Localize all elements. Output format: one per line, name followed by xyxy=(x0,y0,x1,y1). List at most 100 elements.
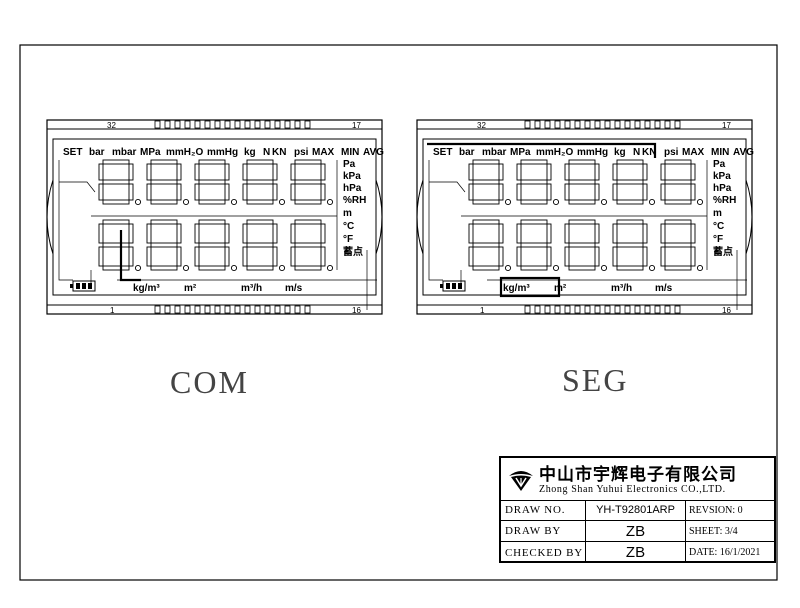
digit-segment xyxy=(616,242,644,248)
wiring-trace xyxy=(428,160,443,281)
glass-tab xyxy=(46,179,54,255)
battery-bar xyxy=(76,283,80,289)
company-name-en: Zhong Shan Yuhui Electronics CO.,LTD. xyxy=(539,484,726,495)
decimal-point xyxy=(552,264,560,272)
digit-segment xyxy=(616,219,644,225)
unit-label-top: psi xyxy=(294,147,309,158)
pin-bottom xyxy=(554,305,561,314)
digit-segment xyxy=(690,246,696,267)
battery-tip xyxy=(70,284,73,288)
digit-segment xyxy=(290,223,296,244)
pin-top xyxy=(214,120,221,129)
unit-label-top: bar xyxy=(89,147,105,158)
wiring-trace xyxy=(429,181,466,193)
digit-segment xyxy=(242,163,248,181)
unit-label-top: AVG xyxy=(733,147,754,158)
digit-segment xyxy=(546,163,552,181)
unit-label-side: hPa xyxy=(713,183,732,194)
digit-segment xyxy=(198,219,226,225)
lcd-digit xyxy=(660,159,704,206)
digit-segment xyxy=(690,163,696,181)
lcd-digit xyxy=(290,219,334,272)
pin-top xyxy=(584,120,591,129)
pin-label-32: 32 xyxy=(477,121,486,130)
draw-by-label: DRAW BY xyxy=(501,521,586,541)
digit-segment xyxy=(564,223,570,244)
viewing-area xyxy=(422,138,747,296)
digit-segment xyxy=(660,163,666,181)
pin-bottom xyxy=(204,305,211,314)
digit-segment xyxy=(294,219,322,225)
unit-label-side: °F xyxy=(713,234,723,245)
lcd-digit xyxy=(242,159,286,206)
decimal-point xyxy=(182,198,190,206)
digit-segment xyxy=(102,199,130,205)
unit-label-side: hPa xyxy=(343,183,362,194)
digit-segment xyxy=(146,246,152,267)
title-block: 中山市宇辉电子有限公司 Zhong Shan Yuhui Electronics… xyxy=(499,456,776,563)
digit-segment xyxy=(224,223,230,244)
drawing-border xyxy=(19,44,778,581)
digit-segment xyxy=(498,223,504,244)
pin-bottom xyxy=(174,305,181,314)
unit-label-top: MAX xyxy=(682,147,705,158)
digit-segment xyxy=(198,199,226,205)
glass-tab xyxy=(416,179,424,255)
pin-bottom xyxy=(234,305,241,314)
wiring-trace xyxy=(58,160,73,281)
lcd-digit xyxy=(660,219,704,272)
draw-by-value: ZB xyxy=(586,521,686,541)
pin-label-16: 16 xyxy=(722,306,731,315)
digit-segment xyxy=(664,159,692,165)
digit-segment xyxy=(242,183,248,201)
lcd-digit xyxy=(146,219,190,272)
unit-label-bottom: m² xyxy=(554,283,567,294)
com-highlight-trace xyxy=(119,230,141,282)
decimal-point xyxy=(230,264,238,272)
pin-bottom xyxy=(624,305,631,314)
digit-segment xyxy=(498,163,504,181)
digit-segment xyxy=(176,163,182,181)
unit-label-top: MAX xyxy=(312,147,335,158)
unit-label-bottom: m/s xyxy=(285,283,303,294)
digit-segment xyxy=(242,246,248,267)
digit-segment xyxy=(612,246,618,267)
digit-segment xyxy=(128,163,134,181)
pin-top xyxy=(644,120,651,129)
unit-label-side: °F xyxy=(343,234,353,245)
pin-bottom xyxy=(664,305,671,314)
digit-segment xyxy=(546,223,552,244)
pin-bottom xyxy=(644,305,651,314)
unit-label-top: bar xyxy=(459,147,475,158)
unit-label-top: mmHg xyxy=(207,147,238,158)
digit-segment xyxy=(568,265,596,271)
unit-label-top: MPa xyxy=(510,147,531,158)
digit-segment xyxy=(642,183,648,201)
company-logo-icon xyxy=(509,471,533,491)
pin-top xyxy=(674,120,681,129)
pin-bottom xyxy=(264,305,271,314)
unit-label-side: m xyxy=(713,208,722,219)
digit-segment xyxy=(290,246,296,267)
decimal-point xyxy=(552,198,560,206)
pin-bottom xyxy=(634,305,641,314)
digit-segment xyxy=(194,223,200,244)
pin-bottom xyxy=(574,305,581,314)
lcd-glass xyxy=(46,119,383,315)
pin-label-1: 1 xyxy=(480,306,485,315)
unit-label-side: 蓄点 xyxy=(343,245,363,258)
digit-segment xyxy=(246,219,274,225)
unit-label-side: Pa xyxy=(343,159,356,170)
title-block-header: 中山市宇辉电子有限公司 Zhong Shan Yuhui Electronics… xyxy=(501,458,774,501)
pin-top xyxy=(614,120,621,129)
digit-segment xyxy=(472,242,500,248)
pin-bottom xyxy=(184,305,191,314)
digit-segment xyxy=(568,159,596,165)
pin-label-17: 17 xyxy=(722,121,731,130)
pin-top xyxy=(274,120,281,129)
digit-segment xyxy=(150,265,178,271)
digit-segment xyxy=(246,159,274,165)
decimal-point xyxy=(696,264,704,272)
pin-top xyxy=(254,120,261,129)
